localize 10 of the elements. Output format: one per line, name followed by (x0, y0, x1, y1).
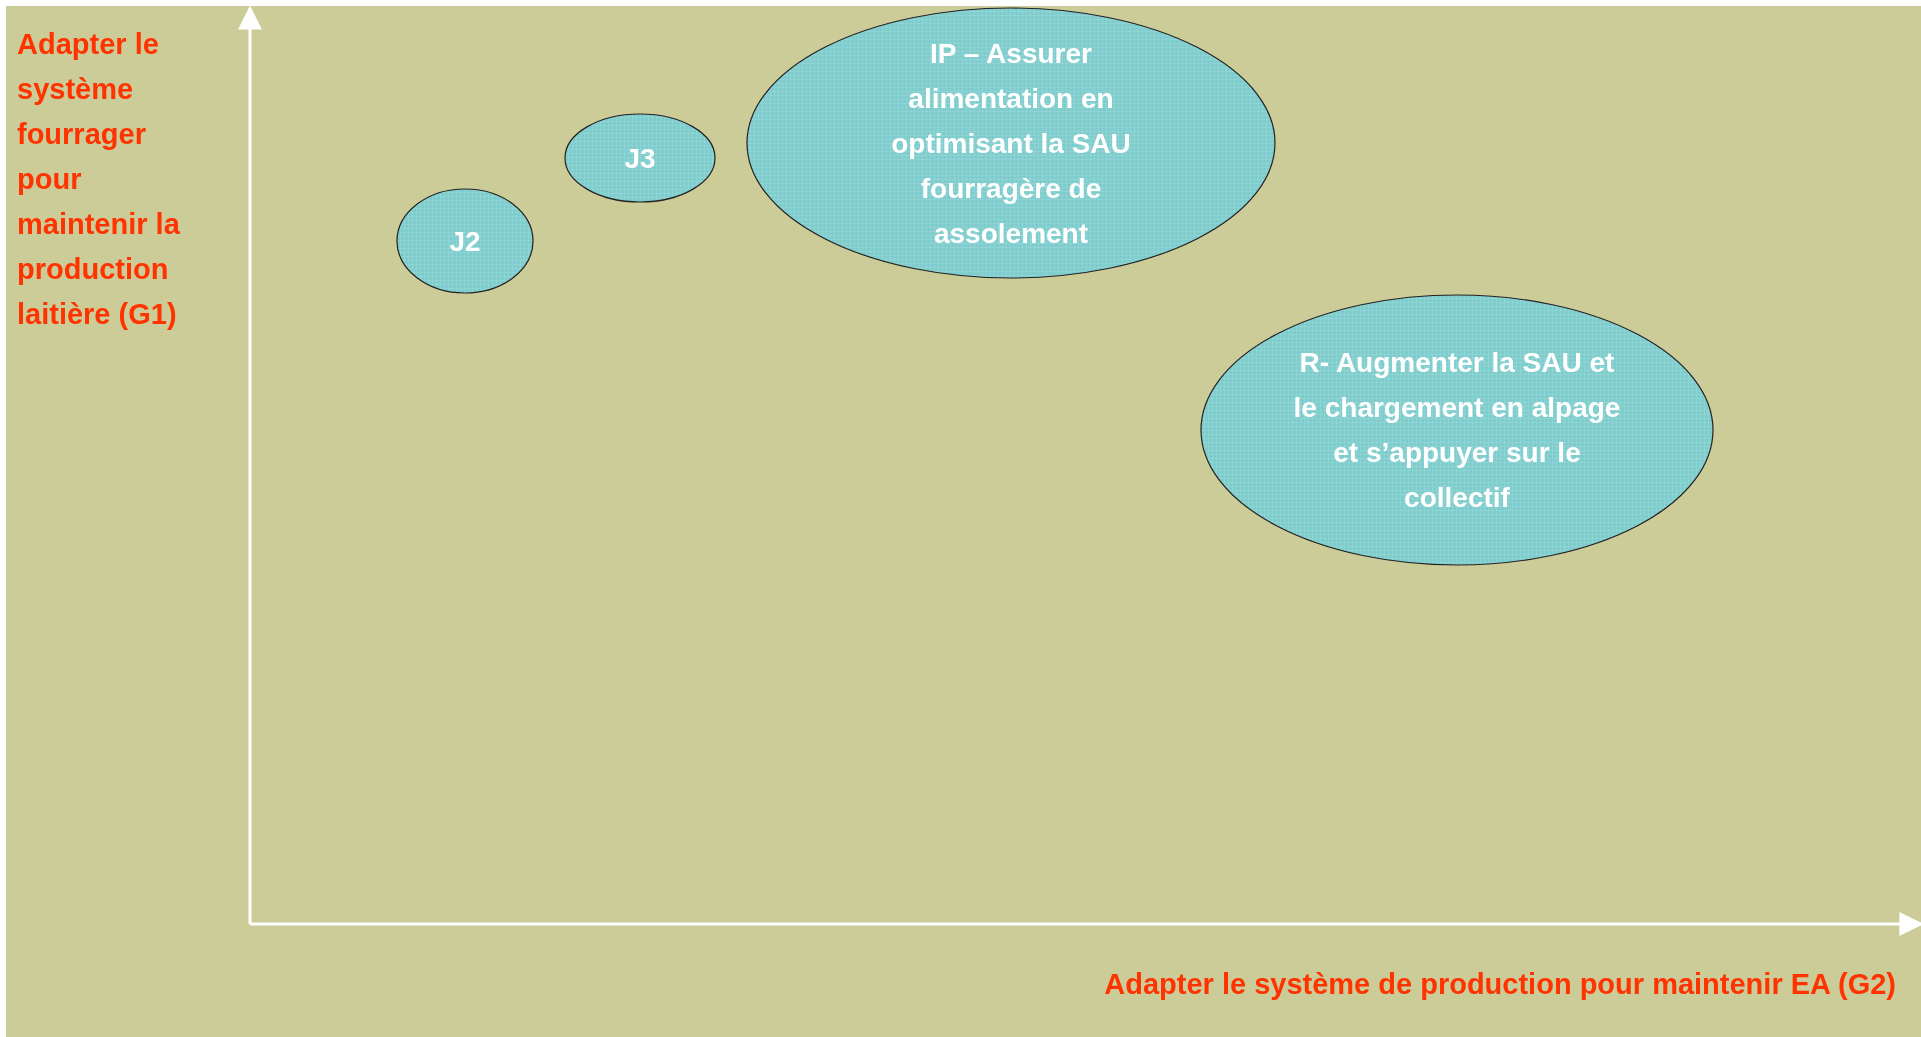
ellipse-node (396, 188, 534, 294)
ellipse-text: J3 (623, 141, 657, 176)
ellipse-node (1200, 294, 1714, 566)
ellipse-text: R- Augmenter la SAU et le chargement en alpage et s’appuyer sur le collectif (1292, 346, 1622, 515)
ellipse-node (746, 7, 1276, 279)
ellipse-text: IP – Assurer alimentation en optimisant la SAU fourragère de assolement (890, 36, 1132, 251)
ellipse-text: J2 (448, 224, 482, 259)
axis-label: Adapter le système de production pour maintenir EA (G2) (1103, 967, 1896, 1002)
axis-label: Adapter le système fourrager pour maintenir la production laitière (G1) (17, 27, 181, 332)
ellipse-node (564, 113, 716, 203)
